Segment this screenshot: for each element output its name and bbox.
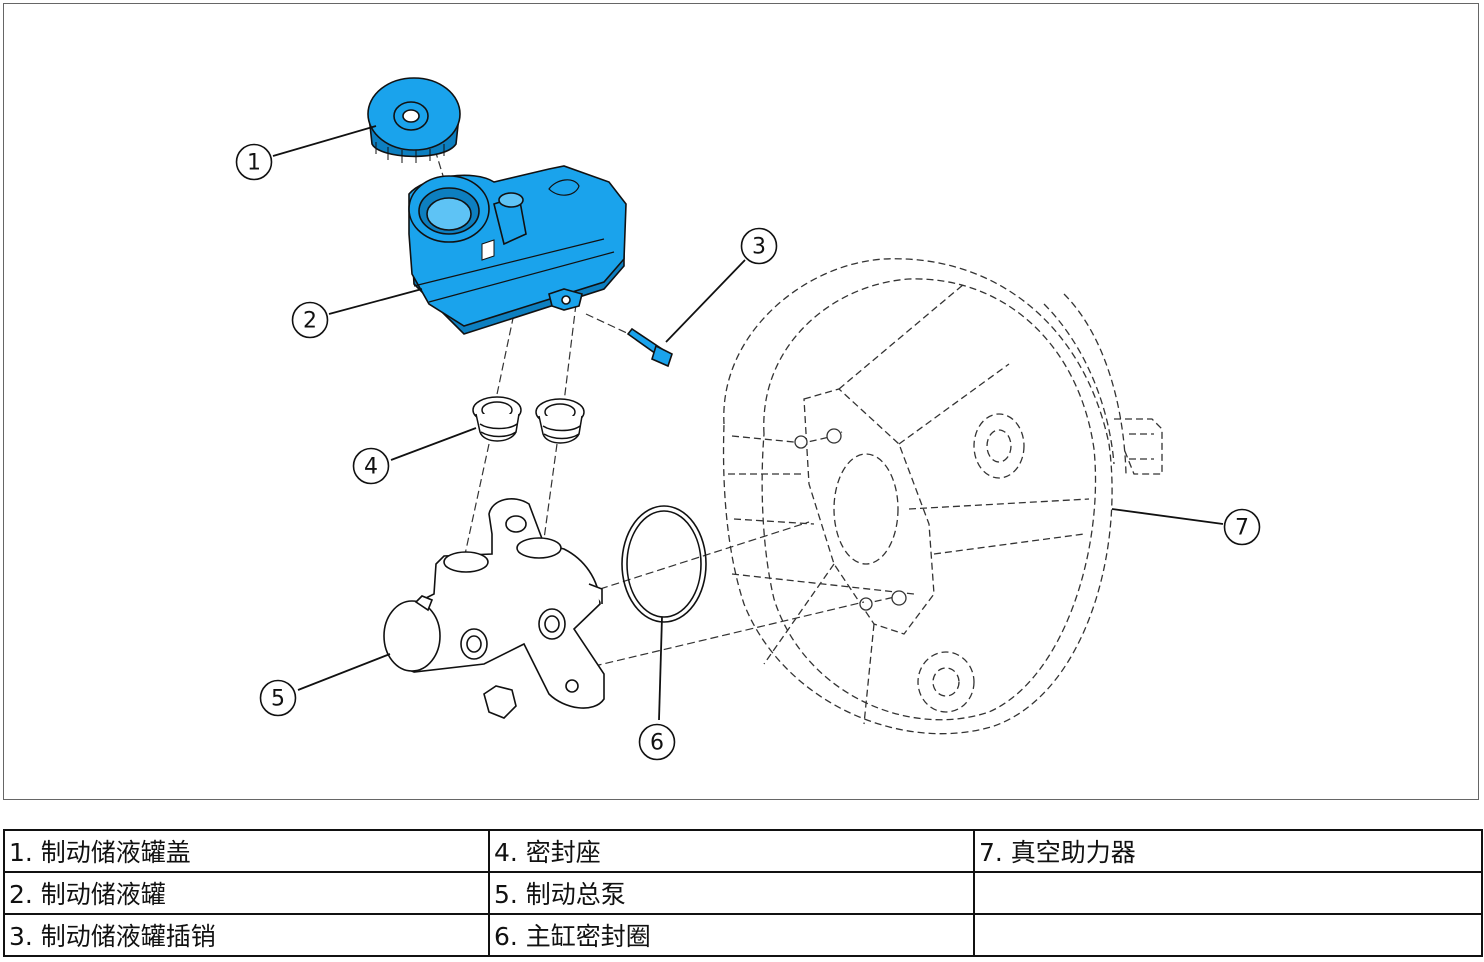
svg-text:5: 5 — [271, 687, 285, 712]
legend-cell: 7. 真空助力器 — [973, 829, 1483, 873]
legend-cell: 5. 制动总泵 — [488, 871, 975, 915]
legend-row: 1. 制动储液罐盖 4. 密封座 7. 真空助力器 — [3, 829, 1483, 873]
callout-5: 5 — [259, 679, 297, 717]
svg-text:2: 2 — [303, 309, 317, 334]
svg-text:6: 6 — [650, 731, 664, 756]
callout-2: 2 — [291, 301, 329, 339]
diagram-canvas: 1 2 3 4 5 6 7 — [235, 77, 1261, 761]
master-cylinder-seal — [621, 505, 707, 623]
callout-7: 7 — [1223, 508, 1261, 546]
vacuum-booster — [722, 258, 1163, 735]
svg-text:1: 1 — [247, 151, 261, 176]
svg-text:4: 4 — [364, 455, 378, 480]
reservoir-pin — [626, 327, 673, 368]
svg-text:7: 7 — [1235, 516, 1249, 541]
master-cylinder — [383, 498, 605, 719]
legend-cell: 4. 密封座 — [488, 829, 975, 873]
legend-cell: 3. 制动储液罐插销 — [3, 913, 490, 957]
seal-grommets — [472, 396, 585, 444]
exploded-diagram: 1 2 3 4 5 6 7 — [3, 3, 1479, 800]
legend-cell: 6. 主缸密封圈 — [488, 913, 975, 957]
legend-row: 3. 制动储液罐插销 6. 主缸密封圈 — [3, 913, 1483, 957]
svg-text:3: 3 — [752, 235, 766, 260]
legend-cell — [973, 913, 1483, 957]
callout-1: 1 — [235, 143, 273, 181]
parts-legend-table: 1. 制动储液罐盖 4. 密封座 7. 真空助力器 2. 制动储液罐 5. 制动… — [3, 829, 1483, 957]
legend-cell — [973, 871, 1483, 915]
callout-3: 3 — [740, 227, 778, 265]
legend-cell: 1. 制动储液罐盖 — [3, 829, 490, 873]
callout-6: 6 — [638, 723, 676, 761]
legend-cell: 2. 制动储液罐 — [3, 871, 490, 915]
leader-lines — [272, 125, 1224, 721]
brake-reservoir — [408, 165, 627, 335]
callout-4: 4 — [352, 447, 390, 485]
reservoir-cap — [367, 77, 461, 163]
booster-studs — [794, 428, 907, 611]
legend-row: 2. 制动储液罐 5. 制动总泵 — [3, 871, 1483, 915]
callout-markers: 1 2 3 4 5 6 7 — [235, 143, 1261, 761]
